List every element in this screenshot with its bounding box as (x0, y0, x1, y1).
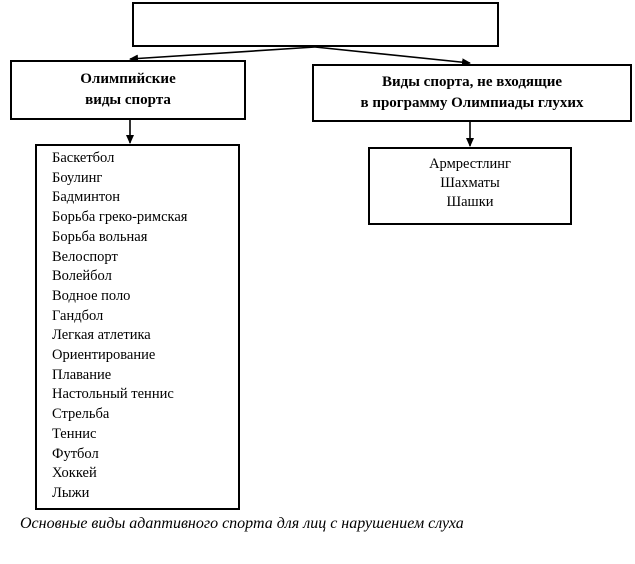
olympic-sport-item: Теннис (52, 425, 97, 442)
non-olympic-sport-item: Армрестлинг (429, 156, 511, 172)
olympic-sport-item: Футбол (52, 445, 99, 462)
olympic-sport-item: Боулинг (52, 169, 103, 186)
figure-caption: Основные виды адаптивного спорта для лиц… (20, 515, 464, 532)
olympic-sport-item: Борьба греко-римская (52, 209, 188, 226)
olympic-sport-item: Баскетбол (52, 150, 115, 166)
olympic-sport-item: Велоспорт (52, 248, 118, 265)
olympic-sport-item: Стрельба (52, 406, 110, 423)
olympic-sport-item: Бадминтон (52, 189, 120, 206)
non-olympic-sport-item: Шашки (446, 194, 494, 210)
olympic-heading-line: виды спорта (85, 92, 171, 108)
non-olympic-heading-line: Виды спорта, не входящие (381, 74, 562, 90)
non-olympic-sport-item: Шахматы (440, 175, 500, 191)
non-olympic-sports-list: Армрестлинг Шахматы Шашки (370, 149, 570, 212)
olympic-sport-item: Волейбол (52, 268, 112, 285)
olympic-heading-line: Олимпийские (80, 71, 176, 87)
olympic-sports-list: Баскетбол Боулинг Бадминтон Борьба греко… (37, 146, 238, 504)
olympic-sports-list-box: Баскетбол Боулинг Бадминтон Борьба греко… (35, 144, 240, 510)
non-olympic-sports-heading: Виды спорта, не входящие в программу Оли… (360, 72, 583, 114)
arrow-root-to-olympic (129, 46, 316, 63)
non-olympic-sports-list-box: Армрестлинг Шахматы Шашки (368, 147, 572, 225)
olympic-sport-item: Гандбол (52, 307, 104, 324)
olympic-sport-item: Хоккей (52, 465, 97, 482)
non-olympic-sports-heading-box: Виды спорта, не входящие в программу Оли… (312, 64, 632, 122)
olympic-sport-item: Настольный теннис (52, 386, 174, 403)
non-olympic-heading-line: в программу Олимпиады глухих (360, 95, 584, 111)
olympic-sport-item: Борьба вольная (52, 228, 148, 245)
olympic-sports-heading: Олимпийские виды спорта (80, 69, 175, 111)
olympic-sport-item: Ориентирование (52, 347, 156, 364)
olympic-sport-item: Водное поло (52, 287, 131, 304)
olympic-sport-item: Легкая атлетика (52, 327, 151, 344)
olympic-sport-item: Лыжи (52, 484, 90, 501)
olympic-sports-heading-box: Олимпийские виды спорта (10, 60, 246, 120)
arrow-root-to-nonolympic (314, 46, 471, 67)
root-node-box (132, 2, 499, 47)
olympic-sport-item: Плавание (52, 366, 112, 383)
